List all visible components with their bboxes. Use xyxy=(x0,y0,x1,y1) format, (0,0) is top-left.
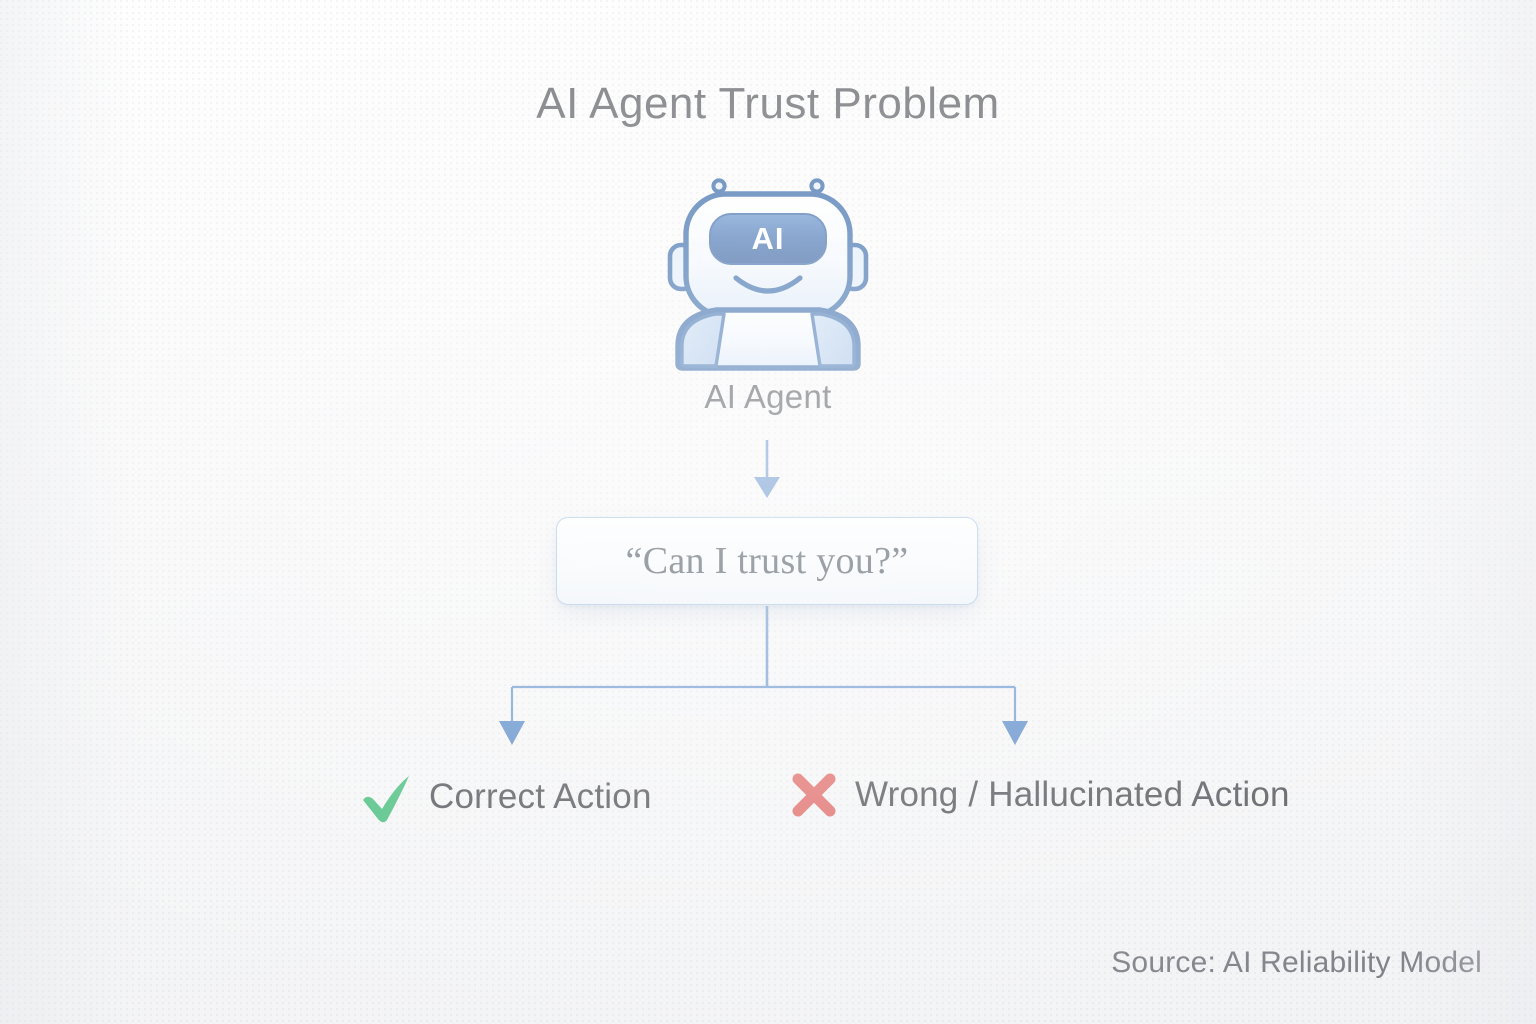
cross-icon xyxy=(792,773,836,817)
outcome-wrong-label: Wrong / Hallucinated Action xyxy=(855,775,1290,814)
branch-connector xyxy=(510,606,1017,722)
robot-icon: AI xyxy=(667,178,869,371)
source-note: Source: AI Reliability Model xyxy=(1111,946,1482,979)
ai-agent-label: AI Agent xyxy=(704,378,832,415)
robot-visor xyxy=(709,213,827,265)
robot-shoulder-left xyxy=(680,312,726,368)
robot-smile xyxy=(733,275,803,294)
ai-agent-node: AI xyxy=(648,168,888,373)
question-text: “Can I trust you?” xyxy=(625,540,909,582)
outcome-correct-action[interactable]: Correct Action xyxy=(357,768,652,826)
arrow-to-correct-action xyxy=(499,721,525,745)
question-box[interactable]: “Can I trust you?” xyxy=(556,517,978,605)
outcome-correct-label: Correct Action xyxy=(429,777,652,816)
outcome-wrong-action[interactable]: Wrong / Hallucinated Action xyxy=(787,768,1290,822)
page-title: AI Agent Trust Problem xyxy=(536,79,1000,128)
robot-shoulder-right xyxy=(810,312,856,368)
arrow-to-wrong-action xyxy=(1002,721,1028,745)
check-icon xyxy=(363,776,409,823)
arrow-agent-to-question xyxy=(754,440,780,498)
robot-visor-text: AI xyxy=(752,221,785,256)
